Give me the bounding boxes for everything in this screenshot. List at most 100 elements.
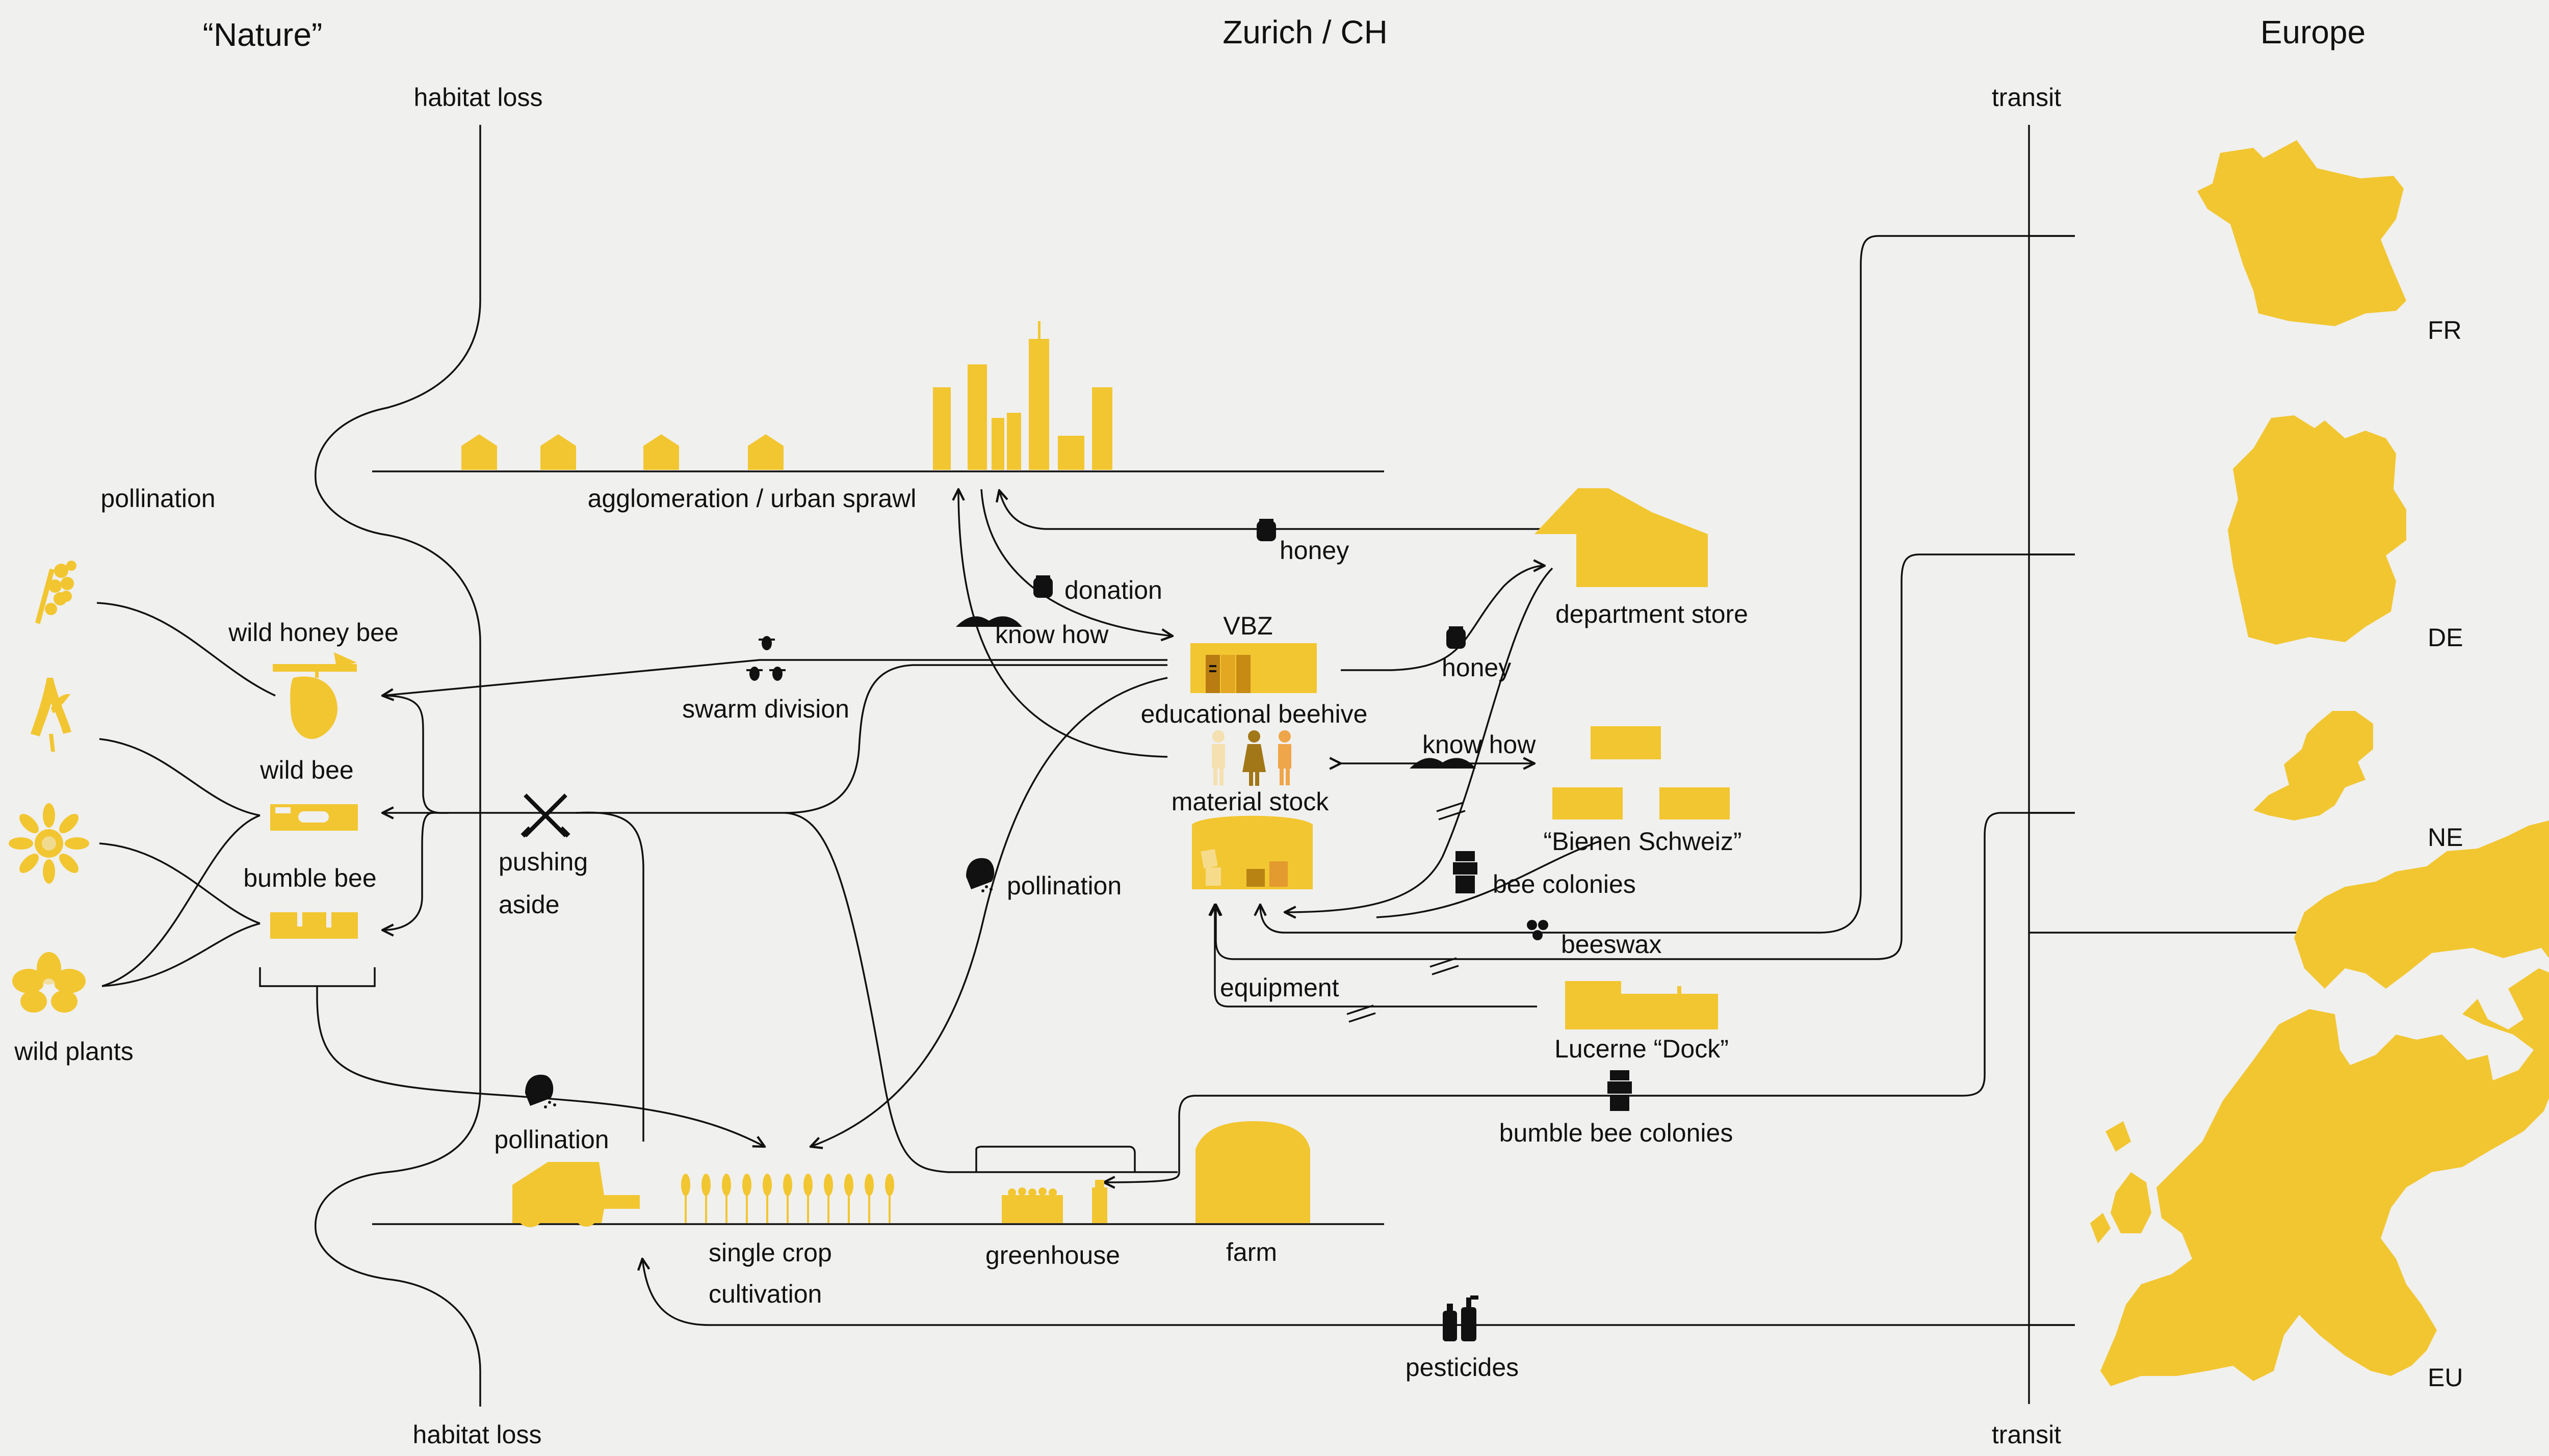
bumble-bee-nest-icon [270,912,358,939]
honey-to-store-line [1341,566,1545,671]
swarm-division-label: swarm division [682,695,849,723]
bee-icon-low [525,1074,556,1108]
beeswax-line [1260,235,2075,934]
germany-map-icon [2228,415,2406,645]
pushing-aside-line [576,811,644,1142]
bumble-bee-label: bumble bee [243,864,376,892]
pesticides-label: pesticides [1406,1353,1519,1382]
pollination-link-1 [96,602,276,697]
pesticide-bottle-icon [1443,1295,1478,1341]
pushing-label: pushing [499,848,588,876]
hatch-equipment [1346,1004,1376,1023]
hatch-bee-colonies [1436,802,1466,820]
lucerne-dock-label: Lucerne “Dock” [1554,1035,1729,1063]
beehive-icon [273,652,357,739]
cultivation-label: cultivation [709,1280,822,1308]
header-zurich: Zurich / CH [1223,14,1388,50]
honey-jar-icon-donation [1033,575,1053,598]
crossed-swords-icon [521,793,570,838]
pollen-plant-icon [35,561,76,624]
equipment-label: equipment [1220,973,1339,1002]
habitat-border-line [315,125,481,1407]
sunflower-icon [9,803,89,884]
agglomeration-label: agglomeration / urban sprawl [588,484,917,513]
bee-colonies-label: bee colonies [1493,870,1636,898]
greenhouse-icon [1002,1180,1107,1223]
de-label: DE [2428,623,2463,652]
europe-map-icon [2090,820,2549,1386]
honey-to-city-line [999,490,1542,530]
skyscraper-icon [933,321,1112,470]
pollination-link-2 [99,738,261,816]
farm-label: farm [1226,1238,1277,1266]
beeswax-icon [1527,920,1548,940]
swarm-icon [746,636,786,681]
honey-jar-icon-mid [1446,626,1466,649]
bumble-colony-box-icon [1607,1070,1632,1111]
honey-mid-label: honey [1442,653,1511,682]
lucerne-dock-icon [1565,981,1718,1029]
city-to-wild-bee-line [382,664,1167,813]
barn-icon [1195,1121,1310,1223]
honeybee-to-crop-line [382,695,449,814]
wild-bee-nest-icon [270,804,358,831]
department-store-icon [1534,488,1708,587]
bee-icon-mid [966,858,995,892]
honey-top-label: honey [1280,536,1349,565]
nature-pollination-label: pollination [100,484,215,513]
greenhouse-label: greenhouse [985,1241,1120,1269]
store-to-stock-line [1376,840,1601,918]
habitat-loss-top: habitat loss [414,83,543,112]
material-stock-label: material stock [1172,787,1329,816]
know-how-to-city-line [958,489,1168,758]
pesticides-line [642,1259,2075,1326]
bumble-bee-colonies-label: bumble bee colonies [1499,1119,1733,1147]
beeswax-label: beeswax [1561,930,1661,959]
donation-line [980,489,1173,636]
wild-bee-label: wild bee [259,756,353,784]
city-to-farm-line [785,812,1178,1173]
honey-jar-icon-top [1257,519,1276,541]
educational-beehive-label: educational beehive [1141,700,1368,728]
tractor-icon [512,1162,640,1227]
pollination-mid-label: pollination [1007,871,1122,900]
single-crop-label: single crop [709,1238,832,1267]
donation-label: donation [1064,576,1162,604]
know-how-left-label: know how [995,620,1109,649]
greenhouse-bracket [975,1146,1136,1172]
pollination-link-5 [101,922,261,987]
people-icon [1212,730,1291,786]
book-icon-right [1410,758,1476,769]
department-store-label: department store [1555,600,1748,628]
pollination-mid-line [811,677,1168,1147]
vbz-label: VBZ [1223,612,1272,640]
house-icon [461,434,784,470]
bumble-return-line [382,812,434,930]
book-icon-left [956,616,1022,627]
equipment-line [1215,905,1537,1008]
france-map-icon [2197,140,2406,326]
header-europe: Europe [2260,14,2365,50]
educational-beehive-icon [1190,643,1317,693]
bumble-bee-colonies-line [1104,812,2075,1182]
bee-colonies-line [1285,567,1553,912]
wild-honey-bee-label: wild honey bee [228,618,399,647]
pollination-link-4 [101,814,261,987]
pollination-link-3 [99,842,261,924]
pollination-low-label: pollination [494,1125,609,1154]
wild-plants-label: wild plants [14,1037,133,1066]
aside-label: aside [499,890,560,919]
fr-label: FR [2428,316,2462,345]
de-supply-line [1216,553,2075,960]
bee-colony-box-icon [1453,851,1477,893]
netherlands-map-icon [2253,711,2373,820]
pollination-low-line [316,996,765,1147]
grass-plant-icon [31,678,71,752]
bee-group-bracket [259,967,376,996]
bienen-schweiz-icon [1552,726,1730,819]
hatch-de-line [1429,957,1459,975]
transit-bottom: transit [1992,1420,2061,1449]
wheat-icon [681,1174,894,1223]
